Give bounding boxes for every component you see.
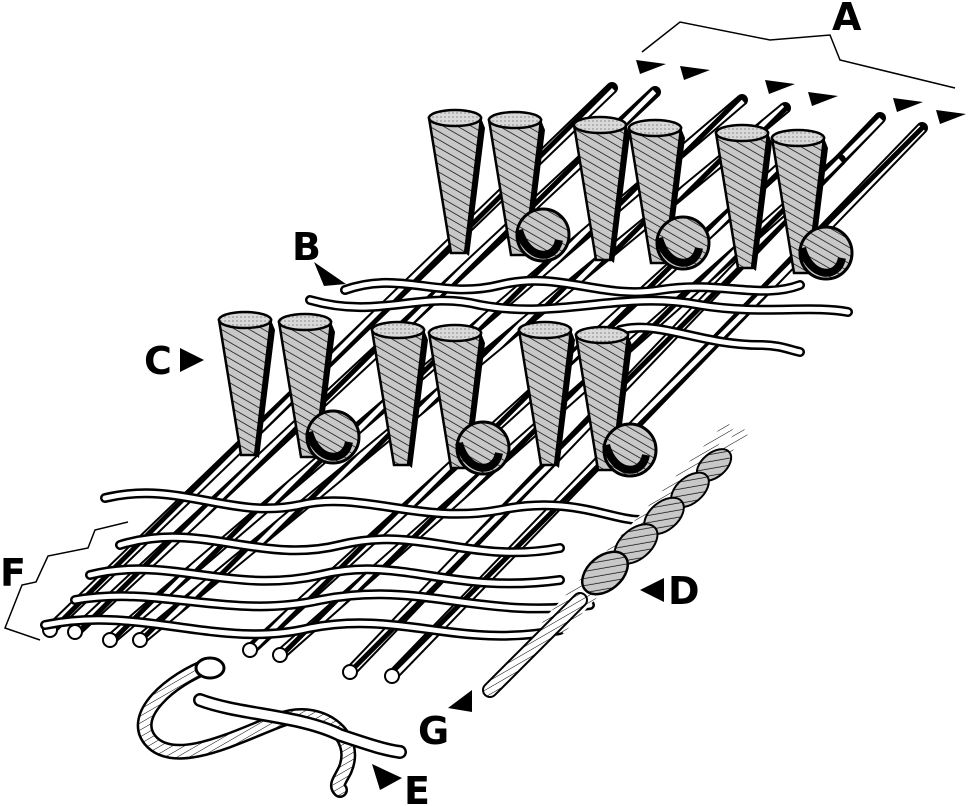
tuft-top (217, 310, 273, 330)
warp-end (384, 668, 400, 684)
weft-highlight (117, 534, 563, 555)
tuft-loop-curl (515, 228, 563, 259)
knot-tuft (217, 310, 275, 458)
knot-tuft (770, 128, 854, 281)
knot-tuft (517, 320, 575, 468)
warp-end (67, 624, 83, 640)
warp-end (342, 664, 358, 680)
tuft-shadow (752, 133, 772, 271)
tuft-top (572, 115, 628, 135)
tuft-loop-curl (655, 236, 703, 267)
label-e: E (404, 769, 430, 806)
knot-tuft (370, 320, 428, 468)
fringe-loop (136, 656, 407, 798)
label-f: F (0, 551, 26, 595)
knot-tufts (217, 108, 854, 478)
arrowhead-g (448, 690, 472, 712)
knot-tuft (714, 123, 772, 271)
knot-tuft (627, 118, 711, 271)
weft-threads (40, 275, 853, 641)
weft-highlight (102, 490, 643, 523)
label-b: B (292, 225, 321, 269)
arrowhead-d (640, 578, 664, 602)
edge-cord (482, 592, 588, 698)
warp-end (102, 632, 118, 648)
weft-highlight (72, 591, 593, 611)
tuft-top (427, 108, 483, 128)
knot-tuft (427, 323, 511, 476)
weft-highlight (617, 325, 803, 355)
arrowhead-e (372, 764, 402, 790)
tuft-top (627, 118, 683, 138)
label-c: C (144, 339, 172, 383)
arrowhead-b (314, 262, 346, 286)
knot-tuft (487, 110, 571, 263)
bracket-f (4, 521, 129, 641)
knot-tuft (572, 115, 630, 263)
tuft-top (714, 123, 770, 143)
warp-end (242, 642, 258, 658)
tuft-shadow (465, 118, 485, 256)
tuft-top (370, 320, 426, 340)
bracket-a (641, 21, 956, 89)
tuft-loop-curl (798, 246, 846, 277)
label-a: A (832, 0, 862, 39)
tuft-top (574, 325, 630, 345)
selvage-wrap (541, 421, 749, 634)
tuft-shadow (255, 320, 275, 458)
knot-tuft (277, 312, 361, 465)
warp-end (272, 647, 288, 663)
tuft-top (487, 110, 543, 130)
tuft-shadow (408, 330, 428, 468)
weft-highlight (342, 278, 803, 295)
tuft-top (770, 128, 826, 148)
weft-highlight (307, 297, 851, 315)
tuft-shadow (610, 125, 630, 263)
tuft-top (517, 320, 573, 340)
tuft-loop-curl (305, 430, 353, 461)
label-g: G (418, 709, 449, 753)
warp-twist (107, 96, 745, 644)
weft-highlight (42, 617, 563, 639)
knot-tuft (427, 108, 485, 256)
tuft-loop-curl (455, 441, 503, 472)
label-d: D (668, 569, 700, 613)
weft-highlight (87, 566, 563, 586)
knot-tuft (574, 325, 658, 478)
warp-end (132, 632, 148, 648)
tuft-shadow (555, 330, 575, 468)
tuft-top (277, 312, 333, 332)
arrowhead-c (180, 348, 204, 372)
tuft-loop-curl (602, 443, 650, 474)
arrowheads-a (636, 60, 966, 124)
tuft-top (427, 323, 483, 343)
